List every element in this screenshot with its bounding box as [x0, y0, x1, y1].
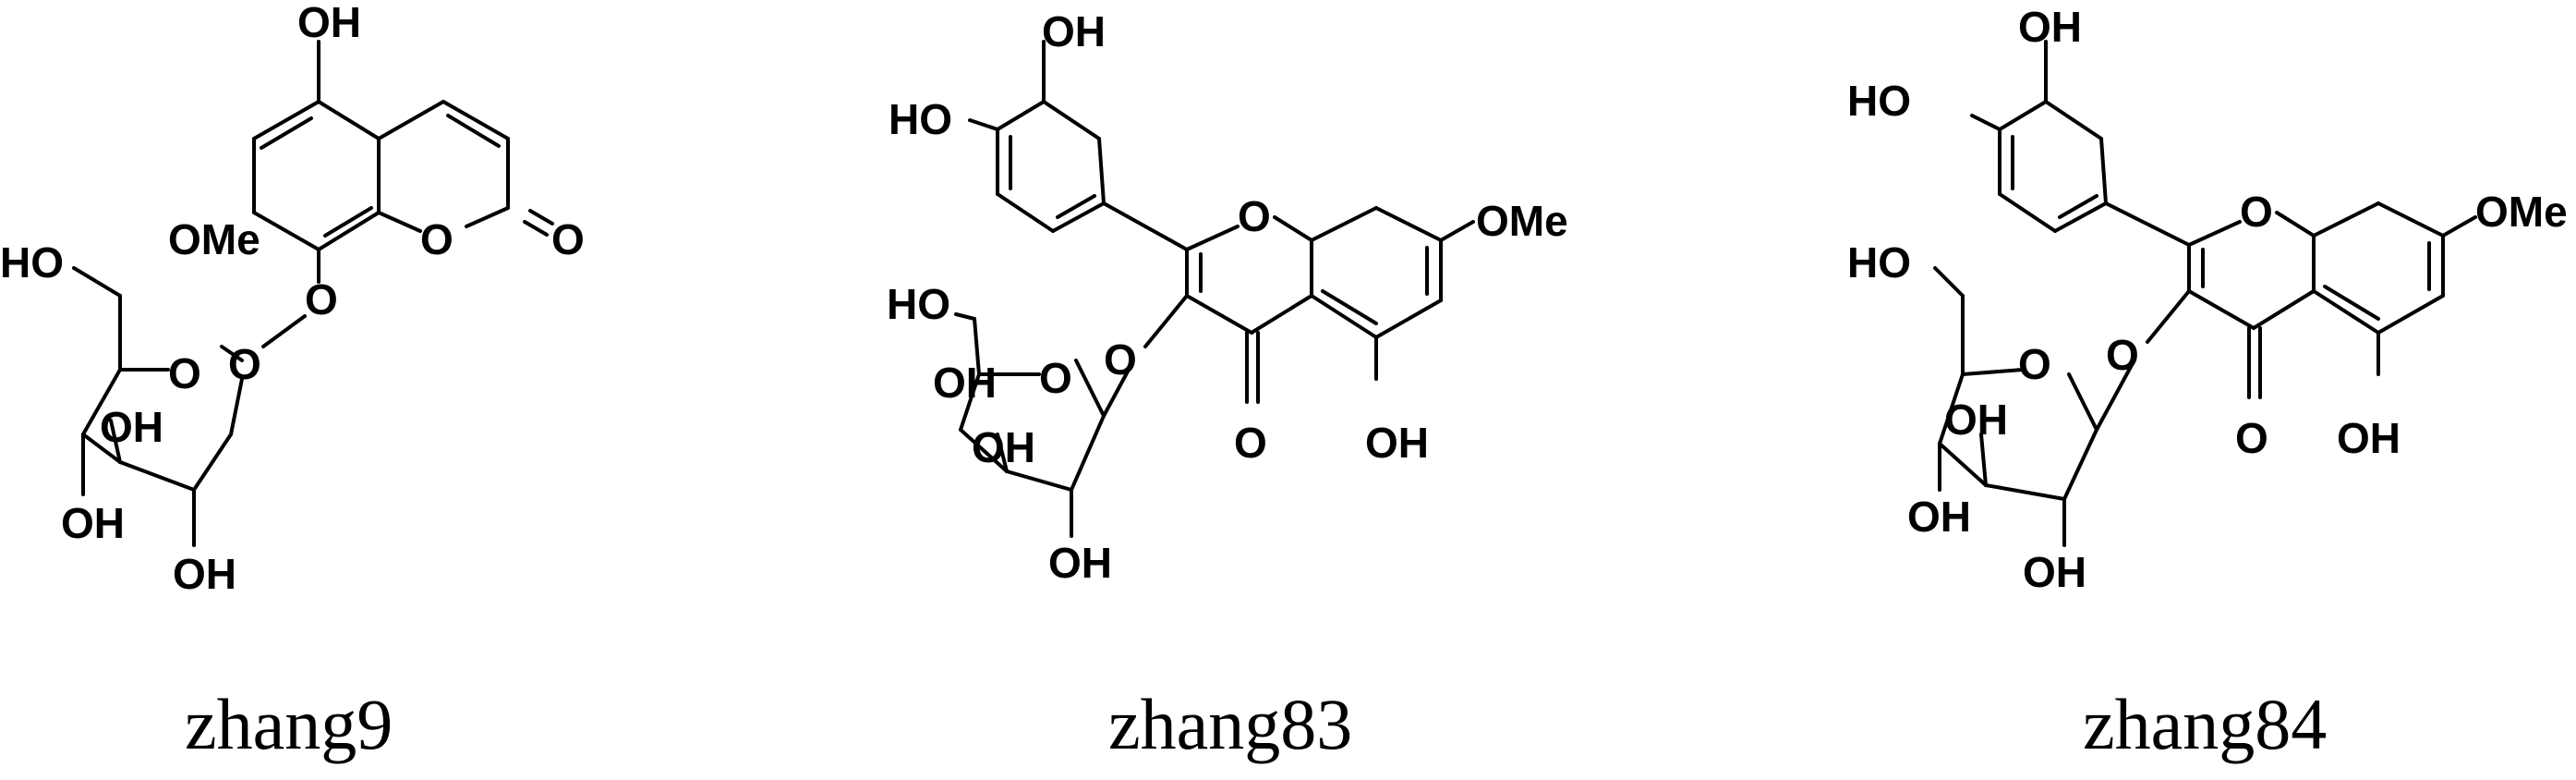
atom-label: OH	[173, 550, 236, 598]
atom-label: O	[305, 275, 338, 323]
atom-label: O	[2240, 188, 2273, 236]
atom-label: O	[1234, 419, 1267, 467]
atom-label: O	[2106, 331, 2139, 379]
atom-label: O	[228, 340, 261, 388]
atom-label: OH	[1944, 396, 2008, 444]
atom-label: O	[2018, 340, 2051, 388]
atom-label: OMe	[2475, 188, 2568, 236]
structure-zhang9: OH OMe O O O O HO O OH OH OH zhang9	[0, 0, 585, 764]
compound-label: zhang83	[1108, 684, 1352, 764]
atom-label: OMe	[1476, 197, 1568, 245]
atom-label: OH	[1048, 539, 1112, 587]
atom-label: OH	[2337, 414, 2401, 462]
atom-label: HO	[1847, 238, 1911, 286]
atom-label: OH	[100, 403, 163, 451]
atom-label: OH	[2023, 548, 2086, 596]
atom-label: OH	[1365, 419, 1429, 467]
structure-zhang84: OH HO O OMe HO O O OH OH OH O OH zhang84	[1847, 3, 2568, 764]
atom-label: HO	[889, 95, 952, 143]
atom-label: OH	[2018, 3, 2082, 51]
atom-label: OH	[972, 423, 1035, 471]
atom-label: O	[2235, 414, 2268, 462]
atom-label: HO	[1847, 77, 1911, 125]
atom-label: OH	[933, 359, 997, 407]
atom-label: HO	[0, 238, 64, 286]
atom-label: O	[1238, 192, 1271, 240]
atom-label: O	[551, 215, 585, 263]
atom-label: OH	[297, 0, 361, 46]
compound-label: zhang9	[185, 684, 393, 764]
compound-label: zhang84	[2083, 684, 2327, 764]
atom-label: O	[1039, 354, 1072, 402]
atom-label: OH	[1042, 7, 1106, 55]
atom-label: OH	[1907, 493, 1971, 541]
atom-label: OH	[61, 499, 125, 547]
atom-label: O	[168, 349, 201, 397]
atom-label: O	[1104, 335, 1137, 384]
atom-label: OMe	[168, 215, 260, 263]
structure-zhang83: OH HO O OMe O HO O OH OH OH O OH zhang83	[887, 7, 1568, 764]
atom-label: HO	[887, 280, 950, 328]
atom-label: O	[420, 215, 454, 263]
